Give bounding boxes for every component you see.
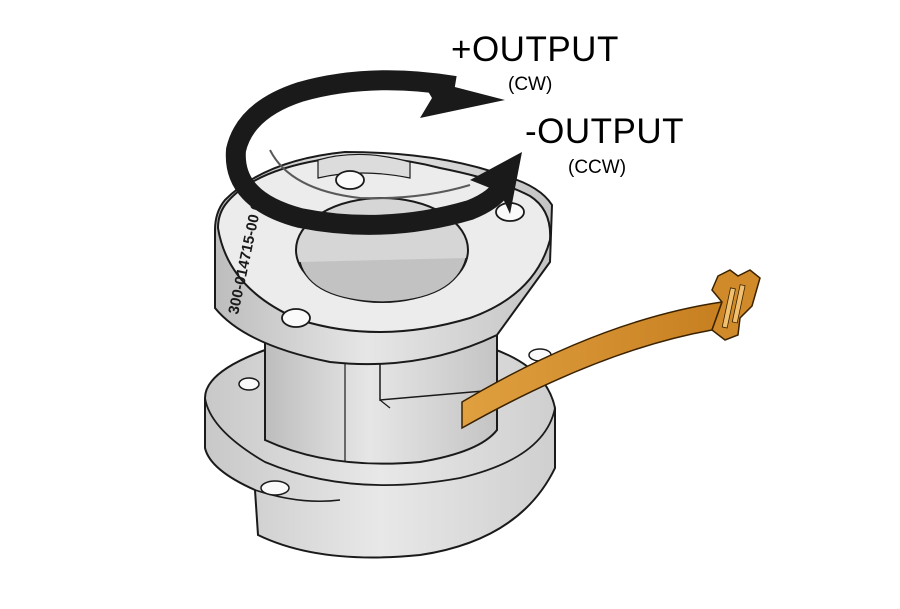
minus-direction-label: (CCW) — [568, 157, 627, 178]
plus-direction-label: (CW) — [508, 74, 553, 95]
minus-output-label: -OUTPUT — [525, 112, 685, 151]
rotation-arrow-icon — [225, 70, 522, 235]
plus-output-label: +OUTPUT — [451, 30, 619, 69]
flex-cable — [461, 269, 761, 430]
